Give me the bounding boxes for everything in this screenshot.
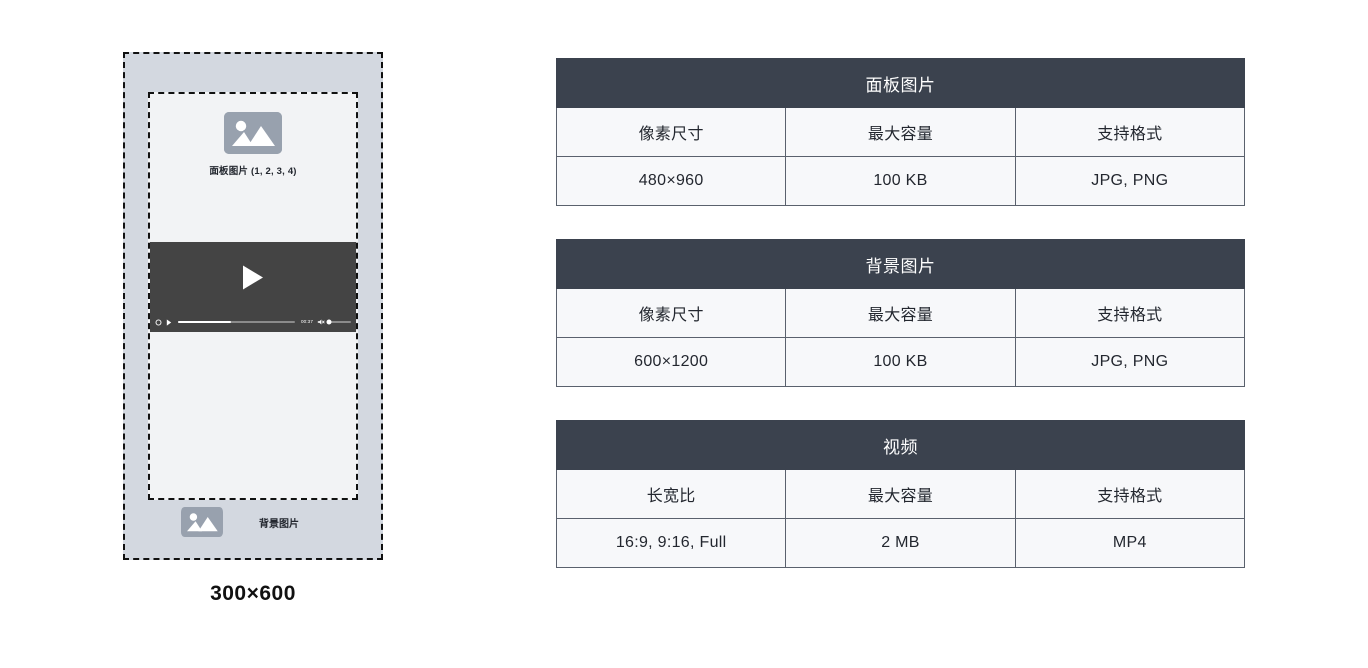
table-cell: 100 KB [785, 156, 1016, 206]
table-cell: JPG, PNG [1014, 156, 1246, 206]
mute-speaker-icon[interactable] [317, 313, 325, 331]
video-seek-bar[interactable] [178, 321, 295, 323]
spec-table-panel-image: 面板图片 像素尺寸 最大容量 支持格式 480×960 100 KB JPG, … [555, 58, 1246, 206]
play-small-icon[interactable] [166, 313, 172, 331]
column-header: 支持格式 [1014, 288, 1246, 338]
panel-image-label: 面板图片 (1, 2, 3, 4) [209, 166, 297, 177]
settings-gear-icon[interactable] [155, 313, 162, 331]
spec-table-background-image: 背景图片 像素尺寸 最大容量 支持格式 600×1200 100 KB JPG,… [555, 239, 1246, 387]
table-cell: MP4 [1014, 518, 1246, 568]
column-header: 最大容量 [785, 107, 1016, 157]
column-header: 支持格式 [1014, 107, 1246, 157]
table-cell: 16:9, 9:16, Full [555, 518, 787, 568]
table-header-row: 像素尺寸 最大容量 支持格式 [555, 107, 1246, 157]
table-title-row: 面板图片 [556, 58, 1245, 108]
table-cell: 600×1200 [555, 337, 787, 387]
volume-slider-knob[interactable] [326, 319, 332, 325]
panel-mockup: 面板图片 (1, 2, 3, 4) [123, 52, 383, 560]
table-row: 16:9, 9:16, Full 2 MB MP4 [555, 518, 1246, 568]
column-header: 像素尺寸 [555, 288, 787, 338]
video-player-mock[interactable]: 00:37 [150, 242, 356, 332]
table-header-row: 像素尺寸 最大容量 支持格式 [555, 288, 1246, 338]
spec-table-video: 视频 长宽比 最大容量 支持格式 16:9, 9:16, Full 2 MB M… [555, 420, 1246, 568]
background-image-label: 背景图片 [259, 518, 299, 530]
table-row: 480×960 100 KB JPG, PNG [555, 156, 1246, 206]
table-cell: 2 MB [785, 518, 1016, 568]
play-icon[interactable] [240, 263, 266, 296]
table-cell: JPG, PNG [1014, 337, 1246, 387]
table-title: 背景图片 [556, 239, 1245, 289]
column-header: 最大容量 [785, 288, 1016, 338]
mockup-size-caption: 300×600 [210, 582, 296, 605]
table-title: 面板图片 [556, 58, 1245, 108]
panel-image-placeholder[interactable]: 面板图片 (1, 2, 3, 4) [150, 112, 356, 177]
table-row: 600×1200 100 KB JPG, PNG [555, 337, 1246, 387]
column-header: 像素尺寸 [555, 107, 787, 157]
spec-tables: 面板图片 像素尺寸 最大容量 支持格式 480×960 100 KB JPG, … [555, 58, 1246, 568]
table-title-row: 背景图片 [556, 239, 1245, 289]
video-seek-progress [178, 321, 231, 323]
table-title-row: 视频 [556, 420, 1245, 470]
table-header-row: 长宽比 最大容量 支持格式 [555, 469, 1246, 519]
video-controls-bar[interactable]: 00:37 [150, 316, 356, 328]
panel-area-dashed-box: 面板图片 (1, 2, 3, 4) [148, 92, 358, 500]
image-placeholder-icon [181, 507, 223, 537]
column-header: 支持格式 [1014, 469, 1246, 519]
table-cell: 100 KB [785, 337, 1016, 387]
column-header: 长宽比 [555, 469, 787, 519]
volume-slider[interactable] [326, 319, 351, 325]
table-cell: 480×960 [555, 156, 787, 206]
video-timestamp: 00:37 [301, 318, 313, 324]
image-placeholder-icon [224, 112, 282, 154]
background-image-placeholder[interactable]: 背景图片 [148, 500, 358, 544]
table-title: 视频 [556, 420, 1245, 470]
column-header: 最大容量 [785, 469, 1016, 519]
